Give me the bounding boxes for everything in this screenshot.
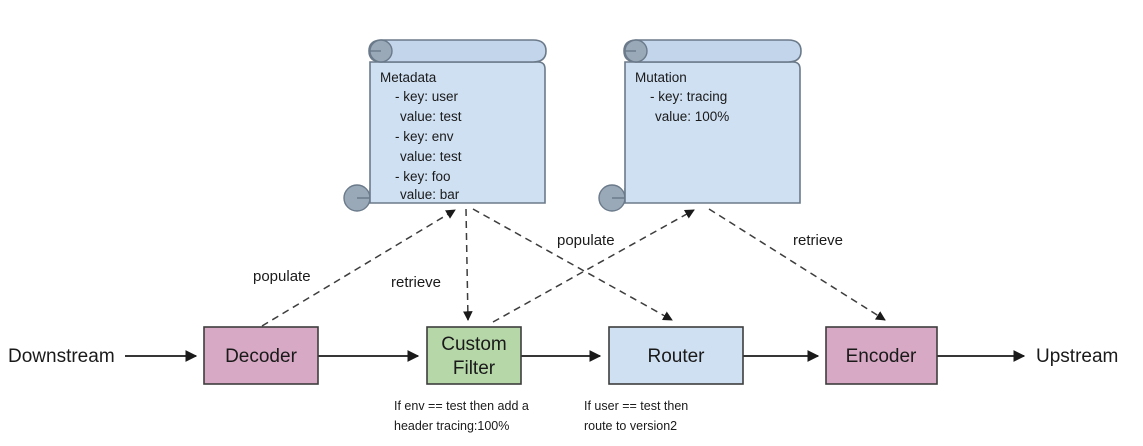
router-note-line1: If user == test then bbox=[584, 399, 688, 413]
mutation-scroll-top-curl bbox=[624, 39, 648, 63]
upstream-label: Upstream bbox=[1036, 346, 1118, 367]
metadata-scroll-line-2: value: test bbox=[400, 109, 462, 124]
edge-mutation-to-encoder bbox=[708, 208, 886, 321]
edge-label-retrieve-mutation: retrieve bbox=[793, 232, 843, 249]
metadata-scroll-bottom-curl bbox=[343, 184, 371, 212]
edge-label-populate-filter: populate bbox=[557, 232, 615, 249]
custom-filter-label-line1: Custom bbox=[441, 334, 506, 355]
node-custom-filter[interactable]: Custom Filter bbox=[426, 326, 522, 385]
metadata-scroll-line-1: - key: user bbox=[395, 89, 459, 104]
mutation-scroll-line-1: - key: tracing bbox=[650, 89, 727, 104]
decoder-box bbox=[203, 326, 319, 385]
metadata-scroll-banner bbox=[368, 39, 547, 63]
mutation-scroll-bottom-curl bbox=[598, 184, 626, 212]
custom-filter-note: If env == test then add a header tracing… bbox=[394, 399, 529, 433]
edge-metadata-to-router bbox=[472, 208, 673, 321]
mutation-scroll[interactable]: Mutation - key: tracing value: 100% bbox=[598, 39, 802, 212]
router-note-line2: route to version2 bbox=[584, 419, 677, 433]
node-decoder[interactable]: Decoder bbox=[203, 326, 319, 385]
custom-filter-note-line2: header tracing:100% bbox=[394, 419, 509, 433]
encoder-label: Encoder bbox=[846, 346, 917, 367]
metadata-scroll-top-curl bbox=[369, 39, 393, 63]
edge-label-retrieve-metadata: retrieve bbox=[391, 274, 441, 291]
node-encoder[interactable]: Encoder bbox=[825, 326, 938, 385]
edge-decoder-to-metadata bbox=[261, 209, 456, 327]
metadata-scroll-line-3: - key: env bbox=[395, 129, 454, 144]
encoder-box bbox=[825, 326, 938, 385]
custom-filter-note-line1: If env == test then add a bbox=[394, 399, 529, 413]
mutation-scroll-line-2: value: 100% bbox=[655, 109, 729, 124]
mutation-scroll-title: Mutation bbox=[635, 70, 687, 85]
edge-metadata-to-custom-filter bbox=[462, 208, 473, 321]
metadata-scroll-line-5: - key: foo bbox=[395, 169, 451, 184]
router-box bbox=[608, 326, 744, 385]
metadata-scroll-line-4: value: test bbox=[400, 149, 462, 164]
edge-custom-filter-to-mutation bbox=[492, 209, 695, 323]
edge-label-populate-decoder: populate bbox=[253, 268, 311, 285]
downstream-label: Downstream bbox=[8, 346, 115, 367]
metadata-scroll[interactable]: Metadata - key: user value: test - key: … bbox=[343, 39, 547, 212]
metadata-scroll-line-6: value: bar bbox=[400, 187, 460, 202]
custom-filter-box bbox=[426, 326, 522, 385]
metadata-scroll-title: Metadata bbox=[380, 70, 437, 85]
custom-filter-label-line2: Filter bbox=[453, 358, 496, 379]
node-router[interactable]: Router bbox=[608, 326, 744, 385]
router-label: Router bbox=[647, 346, 705, 367]
mutation-scroll-banner bbox=[623, 39, 802, 63]
decoder-label: Decoder bbox=[225, 346, 297, 367]
router-note: If user == test then route to version2 bbox=[584, 399, 688, 433]
